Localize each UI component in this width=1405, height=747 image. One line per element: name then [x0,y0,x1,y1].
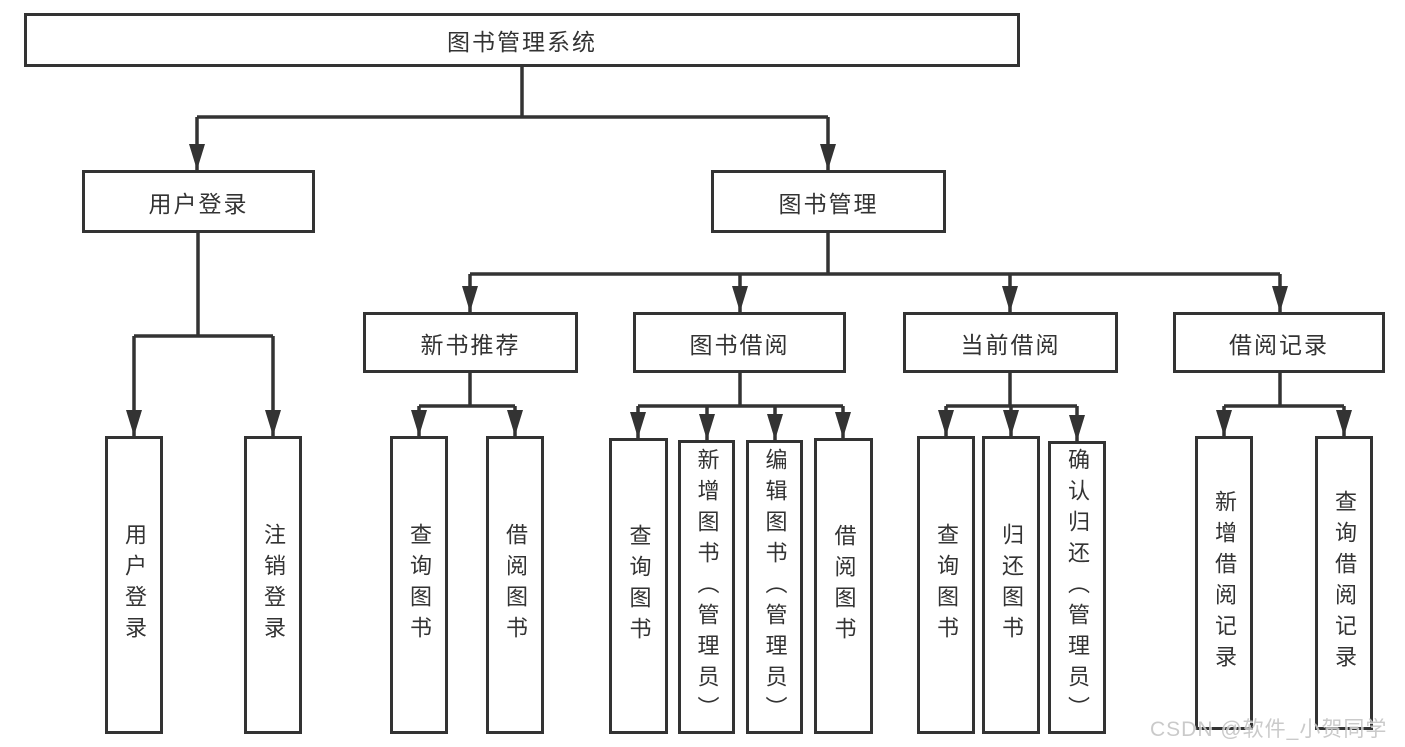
leaf-borrow-books-recommend: 借阅图书 [486,436,544,734]
leaf-return-books: 归还图书 [982,436,1040,734]
leaf-query-borrow-record: 查询借阅记录 [1315,436,1373,730]
leaf-add-borrow-record-label: 新增借阅记录 [1212,490,1237,676]
leaf-user-login: 用户登录 [105,436,163,734]
leaf-logout: 注销登录 [244,436,302,734]
leaf-borrow-books-borrowing-label: 借阅图书 [831,524,857,648]
leaf-logout-label: 注销登录 [261,523,286,647]
node-book-management: 图书管理 [711,170,946,233]
leaf-user-login-label: 用户登录 [122,523,147,647]
leaf-return-books-label: 归还图书 [999,523,1024,647]
leaf-query-books-current: 查询图书 [917,436,975,734]
leaf-borrow-books-borrowing: 借阅图书 [814,438,873,734]
node-borrowing-records: 借阅记录 [1173,312,1385,373]
node-user-login: 用户登录 [82,170,315,233]
leaf-confirm-return-admin-label: 确认归还（管理员） [1065,448,1090,727]
leaf-edit-books-admin: 编辑图书（管理员） [746,440,803,734]
leaf-query-books-borrowing: 查询图书 [609,438,668,734]
leaf-query-books-borrowing-label: 查询图书 [626,524,652,648]
node-current-borrowing: 当前借阅 [903,312,1118,373]
node-book-borrowing: 图书借阅 [633,312,846,373]
leaf-query-borrow-record-label: 查询借阅记录 [1332,490,1357,676]
leaf-add-books-admin: 新增图书（管理员） [678,440,735,734]
node-new-book-recommend: 新书推荐 [363,312,578,373]
leaf-borrow-books-recommend-label: 借阅图书 [503,523,528,647]
leaf-query-books-recommend-label: 查询图书 [407,523,432,647]
leaf-edit-books-admin-label: 编辑图书（管理员） [762,447,788,727]
watermark-text: CSDN @软件_小贺同学 [1150,718,1388,741]
leaf-add-borrow-record: 新增借阅记录 [1195,436,1253,730]
connector-path [134,67,1344,408]
node-root-system: 图书管理系统 [24,13,1020,67]
leaf-query-books-current-label: 查询图书 [934,523,959,647]
leaf-confirm-return-admin: 确认归还（管理员） [1048,441,1106,734]
leaf-query-books-recommend: 查询图书 [390,436,448,734]
leaf-add-books-admin-label: 新增图书（管理员） [694,447,720,727]
